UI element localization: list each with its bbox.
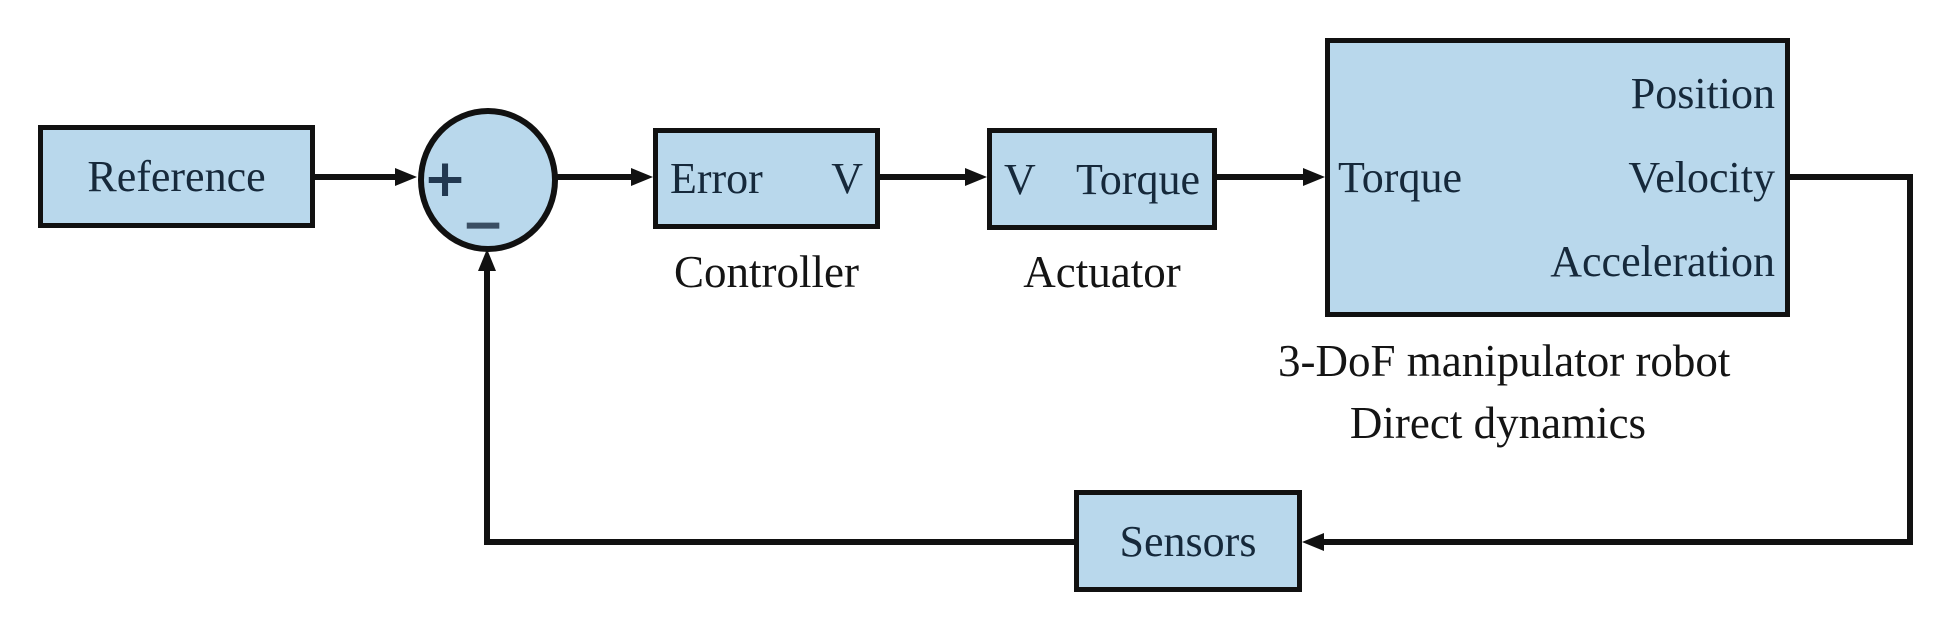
minus-sign-icon: − <box>461 195 505 255</box>
sensors-label: Sensors <box>1119 516 1257 566</box>
arrowhead-feedback-into-sum-icon <box>478 249 496 271</box>
line-reference-to-sum <box>315 174 397 180</box>
controller-label: Controller <box>674 247 859 297</box>
actuator-output-port: Torque <box>1076 154 1200 204</box>
robot-caption-line1: 3-DoF manipulator robot <box>1278 336 1731 386</box>
controller-input-port: Error <box>670 154 763 203</box>
arrowhead-into-sensors-icon <box>1302 533 1324 551</box>
robot-caption-line2: Direct dynamics <box>1349 398 1647 448</box>
line-robot-output <box>1790 174 1913 180</box>
line-controller-to-actuator <box>880 174 967 180</box>
reference-block: Reference <box>38 125 315 228</box>
line-feedback-left-vertical <box>484 271 490 545</box>
line-sum-to-controller <box>554 174 632 180</box>
actuator-block: V Torque <box>987 128 1217 230</box>
arrowhead-into-actuator-icon <box>965 168 987 186</box>
line-sensors-to-feedback <box>487 539 1074 545</box>
robot-block-content: Torque Position Velocity Acceleration <box>1330 52 1785 304</box>
summing-junction <box>418 108 558 252</box>
robot-output-velocity: Velocity <box>1628 152 1775 202</box>
robot-caption: 3-DoF manipulator robot Direct dynamics <box>1278 330 1731 454</box>
arrowhead-into-robot-icon <box>1303 168 1325 186</box>
controller-block: Error V <box>653 128 880 229</box>
arrowhead-into-controller-icon <box>631 168 653 186</box>
robot-output-ports: Position Velocity Acceleration <box>1550 52 1775 304</box>
robot-block: Torque Position Velocity Acceleration <box>1325 38 1790 317</box>
line-actuator-to-robot <box>1217 174 1305 180</box>
actuator-input-port: V <box>1004 154 1036 204</box>
reference-label: Reference <box>87 152 266 201</box>
plus-sign-icon: + <box>423 149 467 209</box>
actuator-label: Actuator <box>1023 247 1181 297</box>
arrowhead-into-sum-icon <box>395 168 417 186</box>
robot-input-port: Torque <box>1338 153 1462 202</box>
robot-output-position: Position <box>1630 68 1775 118</box>
line-feedback-to-sensors <box>1324 539 1913 545</box>
line-feedback-right-vertical <box>1907 174 1913 545</box>
controller-output-port: V <box>831 154 863 203</box>
robot-output-acceleration: Acceleration <box>1550 236 1775 286</box>
sensors-block: Sensors <box>1074 490 1302 592</box>
